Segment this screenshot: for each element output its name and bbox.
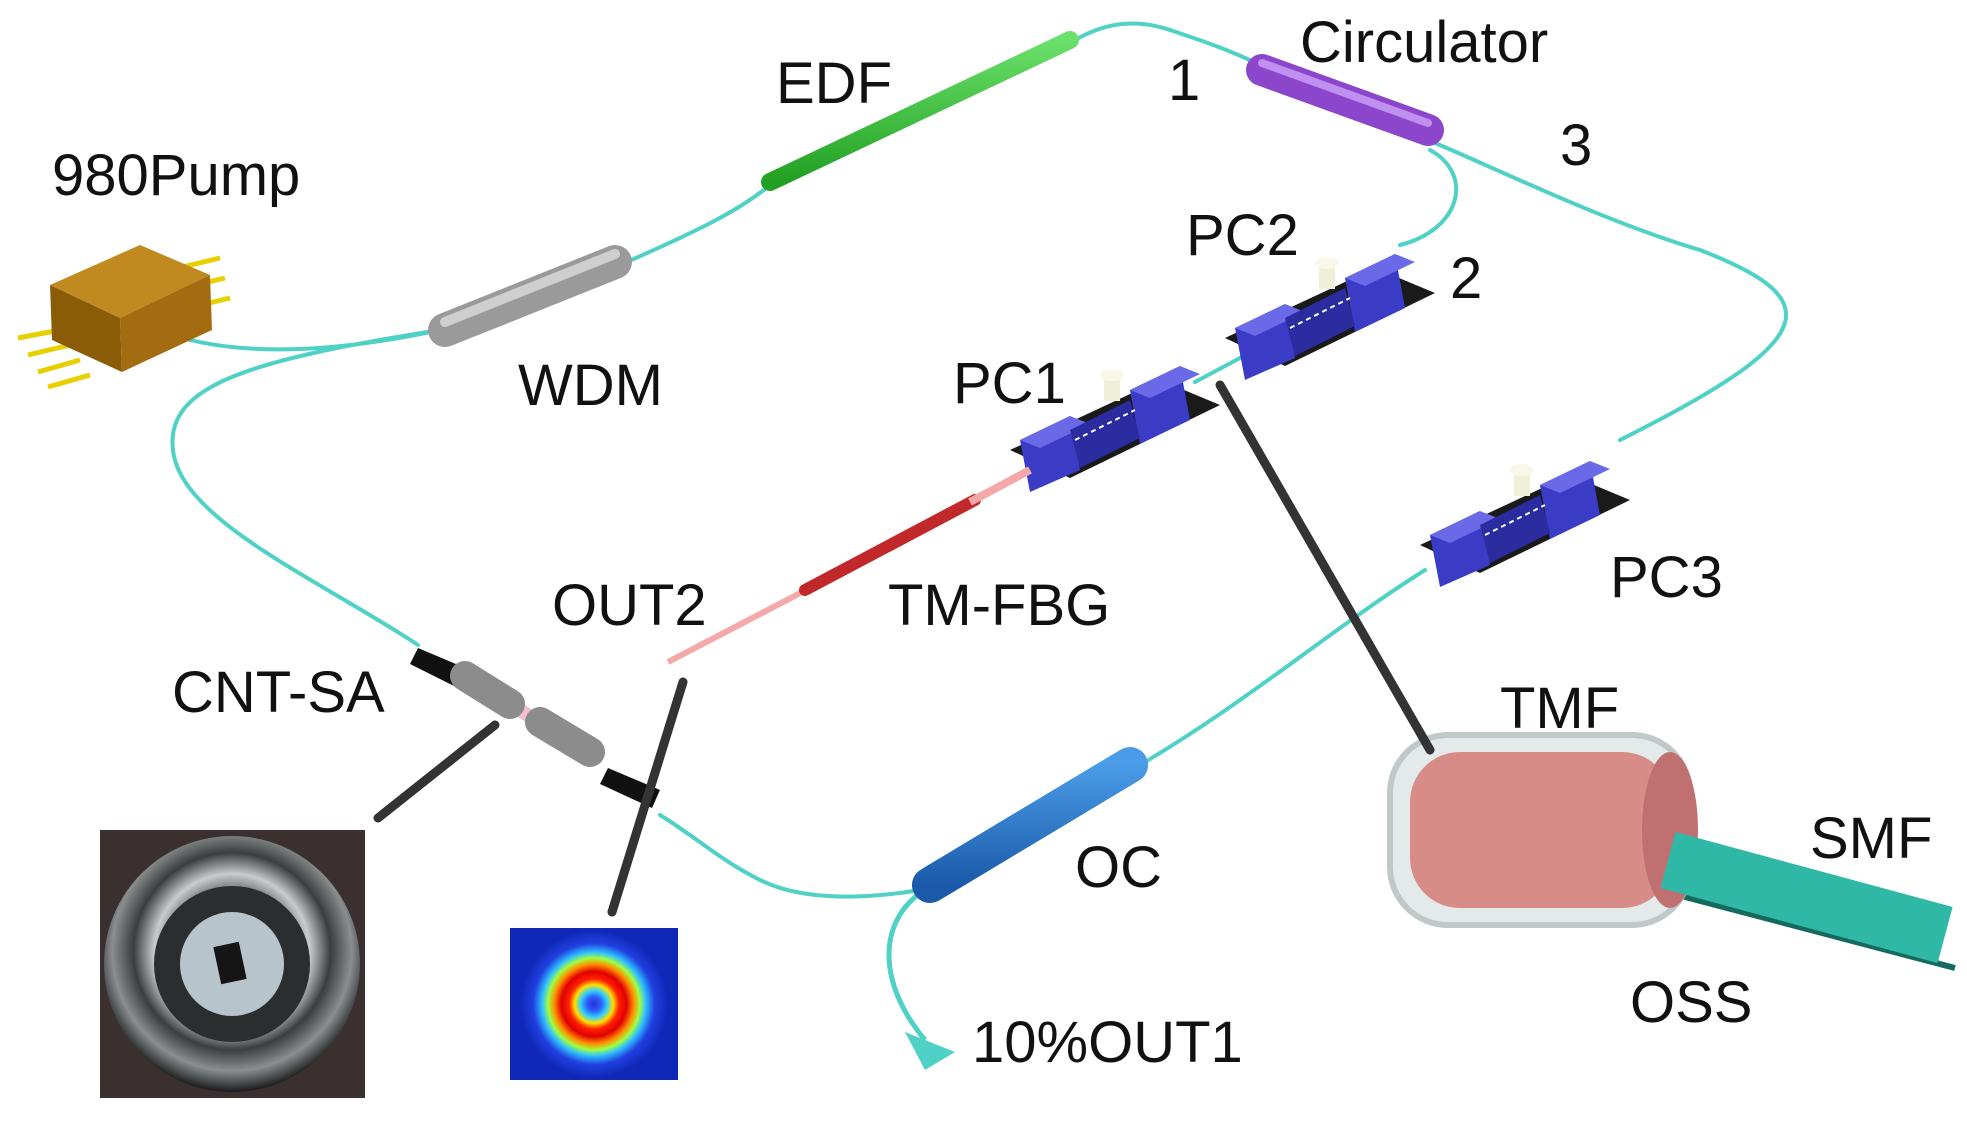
output-coupler-icon: [912, 747, 1148, 903]
label-pc2: PC2: [1186, 203, 1299, 268]
label-cnt-sa: CNT-SA: [172, 660, 385, 725]
wdm-coupler-icon: [428, 245, 632, 347]
label-out2: OUT2: [552, 573, 707, 638]
label-tm-fbg: TM-FBG: [888, 573, 1110, 638]
tm-fbg-icon: [666, 466, 1032, 665]
leader-pc2-to-tmf: [1215, 380, 1435, 755]
label-pc3: PC3: [1610, 545, 1723, 610]
fiber-sa-to-wdm: [170, 328, 442, 647]
fiber-pump-to-wdm: [170, 328, 442, 352]
cnt-sa-photo-inset: [100, 830, 365, 1098]
label-circulator: Circulator: [1300, 10, 1548, 75]
pc2-polarization-controller-icon: [1225, 254, 1435, 380]
leader-out2-to-profile: [607, 677, 688, 917]
label-out1: 10%OUT1: [972, 1010, 1243, 1075]
fiber-wdm-to-edf: [618, 183, 772, 267]
leader-lines: [373, 380, 1435, 917]
fiber-pc3-to-oc: [1138, 568, 1427, 767]
label-pc1: PC1: [953, 351, 1066, 416]
label-smf: SMF: [1810, 806, 1932, 871]
pump-laser-diode-icon: [17, 245, 231, 390]
pc3-polarization-controller-icon: [1420, 461, 1630, 587]
edf-fiber-icon: [761, 31, 1079, 191]
label-port-2: 2: [1450, 246, 1482, 311]
label-pump: 980Pump: [52, 143, 300, 208]
label-port-3: 3: [1560, 113, 1592, 178]
fiber-circulator-port2: [1398, 148, 1458, 247]
label-edf: EDF: [776, 51, 892, 116]
fiber-edf-to-circulator: [1073, 21, 1262, 67]
label-oss: OSS: [1630, 970, 1753, 1035]
leader-sa-to-photo: [373, 720, 500, 823]
pc1-polarization-controller-icon: [1010, 366, 1220, 492]
label-oc: OC: [1075, 835, 1162, 900]
label-tmf: TMF: [1500, 676, 1619, 741]
output-arrow-icon: [905, 1032, 955, 1070]
cnt-sa-connector-icon: [410, 648, 660, 808]
circulator-icon: [1246, 54, 1444, 146]
fiber-circulator-port3: [1426, 138, 1789, 442]
fiber-oc-output: [886, 889, 927, 1042]
oss-fiber-splice-icon: [1387, 732, 1956, 971]
label-port-1: 1: [1168, 48, 1200, 113]
fiber-loop: [170, 21, 1789, 899]
beam-profile-inset: [510, 928, 678, 1080]
fiber-oc-to-sa: [658, 813, 922, 899]
label-wdm: WDM: [518, 353, 663, 418]
